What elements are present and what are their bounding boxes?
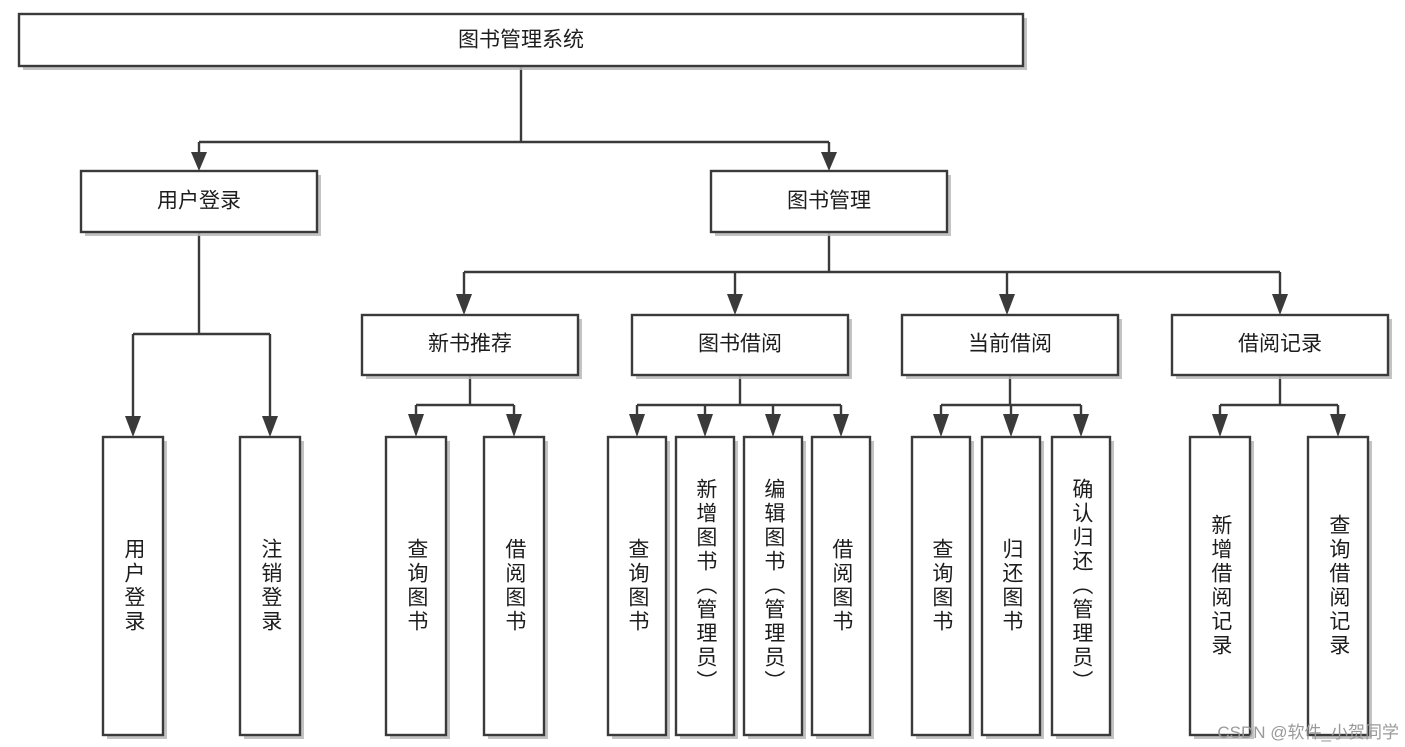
leaf-query-book-recommend-box[interactable] [384, 435, 448, 737]
arrow-borrow-leaf-3 [765, 414, 781, 437]
arrow-root-to-book-manage [821, 152, 837, 171]
connector-group-book-borrow [629, 375, 849, 437]
watermark-text: CSDN @软件_小贺同学 [1217, 723, 1399, 742]
leaf-add-book-box[interactable] [674, 435, 736, 737]
node-book-manage-box[interactable] [709, 169, 949, 234]
arrow-current-leaf-1 [933, 414, 949, 437]
node-borrow-record-label: 借阅记录 [1238, 333, 1322, 356]
node-user-login-box[interactable] [79, 169, 319, 234]
node-book-manage[interactable]: 图书管理 [709, 169, 951, 236]
arrow-root-to-user-login [191, 152, 207, 171]
arrow-recommend-leaf-2 [506, 414, 522, 437]
arrow-borrow-leaf-1 [629, 414, 645, 437]
connector-group-user-login [125, 232, 278, 437]
arrow-record-leaf-2 [1330, 414, 1346, 437]
leaf-add-record-box[interactable] [1188, 435, 1252, 737]
arrow-borrow-leaf-4 [833, 414, 849, 437]
node-new-book-recommend[interactable]: 新书推荐 [360, 313, 582, 379]
leaf-return-book-box[interactable] [980, 435, 1042, 737]
arrow-current-leaf-3 [1073, 414, 1089, 437]
node-new-book-recommend-box[interactable] [360, 313, 580, 377]
arrow-record-leaf-1 [1212, 414, 1228, 437]
arrow-to-current-borrow [999, 294, 1015, 315]
node-root[interactable]: 图书管理系统 [17, 12, 1027, 70]
node-borrow-record-box[interactable] [1170, 313, 1390, 377]
arrow-user-login-leaf-1 [125, 416, 141, 437]
connector-group-current-borrow [933, 375, 1089, 437]
connector-group-new-book-recommend [408, 375, 522, 437]
node-borrow-record[interactable]: 借阅记录 [1170, 313, 1392, 379]
node-new-book-recommend-label: 新书推荐 [428, 333, 512, 356]
leaf-logout-box[interactable] [238, 435, 302, 737]
leaf-query-book-current-box[interactable] [910, 435, 972, 737]
leaf-edit-book-box[interactable] [742, 435, 804, 737]
connector-group-book-manage [456, 232, 1288, 315]
node-root-label: 图书管理系统 [458, 29, 584, 52]
arrow-user-login-leaf-2 [262, 416, 278, 437]
leaf-borrow-book-box[interactable] [810, 435, 872, 737]
leaf-user-login-box[interactable] [101, 435, 165, 737]
connector-group-root [191, 66, 837, 171]
arrow-to-book-borrow [727, 294, 743, 315]
leaf-query-book-borrow-box[interactable] [606, 435, 668, 737]
leaf-query-record-box[interactable] [1306, 435, 1370, 737]
arrow-borrow-leaf-2 [697, 414, 713, 437]
arrow-to-new-book-recommend [456, 294, 472, 315]
connector-group-borrow-record [1212, 375, 1346, 437]
arrow-to-borrow-record [1272, 294, 1288, 315]
node-book-borrow[interactable]: 图书借阅 [630, 313, 852, 379]
node-user-login[interactable]: 用户登录 [79, 169, 321, 236]
node-book-borrow-label: 图书借阅 [698, 333, 782, 356]
node-current-borrow[interactable]: 当前借阅 [900, 313, 1122, 379]
node-current-borrow-box[interactable] [900, 313, 1120, 377]
node-user-login-label: 用户登录 [157, 190, 241, 213]
node-book-borrow-box[interactable] [630, 313, 850, 377]
leaf-confirm-return-box[interactable] [1050, 435, 1112, 737]
node-book-manage-label: 图书管理 [787, 190, 871, 213]
arrow-recommend-leaf-1 [408, 414, 424, 437]
node-current-borrow-label: 当前借阅 [968, 333, 1052, 356]
node-root-box[interactable] [17, 12, 1025, 68]
leaf-box-group [101, 435, 1372, 739]
leaf-borrow-book-recommend-box[interactable] [482, 435, 546, 737]
arrow-current-leaf-2 [1003, 414, 1019, 437]
